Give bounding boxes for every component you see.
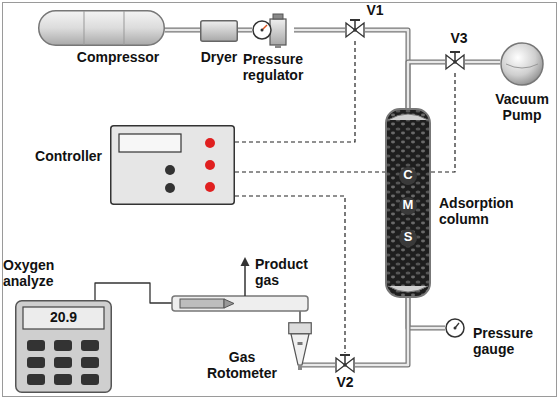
component-label: Pressure gauge [473,326,543,357]
component-label: Controller [18,149,102,165]
gas-pipe [408,62,445,108]
component-label: Compressor [69,50,167,66]
dryer-box: Dryer [200,20,238,42]
gas-pipe [408,298,445,328]
valve-label: V2 [333,375,357,391]
component-label: Oxygen analyze [3,258,75,289]
component-label: Dryer [192,50,246,66]
gas-pipe [300,365,335,366]
gas-rotometer-outline [288,322,312,370]
valve-symbol: V1 [345,18,365,38]
flow-label: Product gas [255,257,315,288]
pressure-regulator: Pressure regulator [252,14,294,48]
gas-pipe [294,30,345,31]
pressure-gauge: Pressure gauge [445,318,465,338]
pressure-regulator-outline [252,14,294,48]
gas-pipe [365,30,408,108]
controller-box-outline [110,125,235,205]
component-label: Vacuum Pump [490,92,554,123]
component-label: Adsorption column [439,196,529,227]
valve-symbol-outline [345,18,365,38]
valve-symbol-outline [335,353,355,373]
vacuum-pump-outline [500,42,544,86]
component-label: Pressure regulator [236,52,310,83]
vacuum-pump: Vacuum Pump [500,42,544,86]
column-letter: M [385,198,431,213]
valve-symbol: V2 [335,353,355,373]
gas-rotometer: Gas Rotometer [288,322,312,370]
oxygen-analyzer: Oxygen analyze20.9 [15,300,112,393]
gas-pipe [165,30,200,31]
valve-label: V1 [363,3,387,19]
pressure-gauge-outline [445,318,465,338]
sensor-tube [172,296,308,311]
valve-symbol: V3 [445,50,465,70]
column-letter: S [385,230,431,245]
product-gas-arrow [241,257,250,296]
display-reading: 20.9 [23,310,104,326]
column-letter: C [385,168,431,183]
valve-symbol-outline [445,50,465,70]
dryer-box-outline [200,20,238,42]
gas-pipe [355,298,408,365]
valve-label: V3 [447,31,471,47]
control-signal-line [235,38,355,142]
controller-box: Controller [110,125,235,205]
compressor-tank-outline [38,10,165,46]
component-label: Gas Rotometer [202,350,282,381]
gas-pipe [465,62,500,63]
compressor-tank: Compressor [38,10,165,46]
frame [3,3,557,397]
adsorption-column: CMSAdsorption column [385,108,431,298]
control-signal-line [235,196,345,353]
gas-pipe [238,30,252,31]
